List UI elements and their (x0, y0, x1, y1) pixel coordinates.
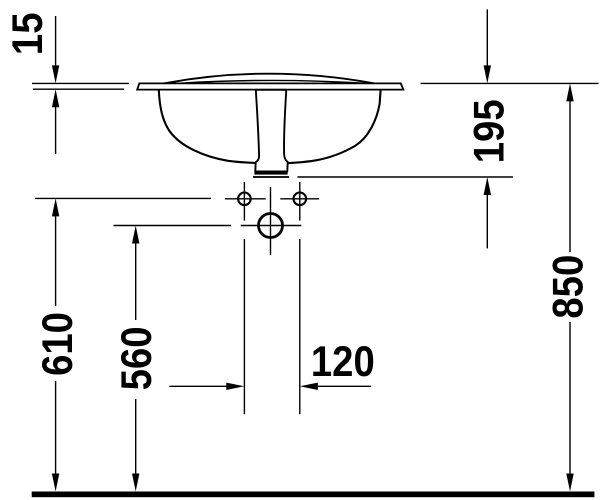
svg-text:195: 195 (466, 99, 514, 163)
svg-text:560: 560 (113, 326, 161, 390)
svg-text:610: 610 (34, 312, 82, 376)
svg-text:15: 15 (4, 13, 52, 56)
svg-text:850: 850 (545, 255, 593, 319)
svg-text:120: 120 (311, 338, 375, 386)
